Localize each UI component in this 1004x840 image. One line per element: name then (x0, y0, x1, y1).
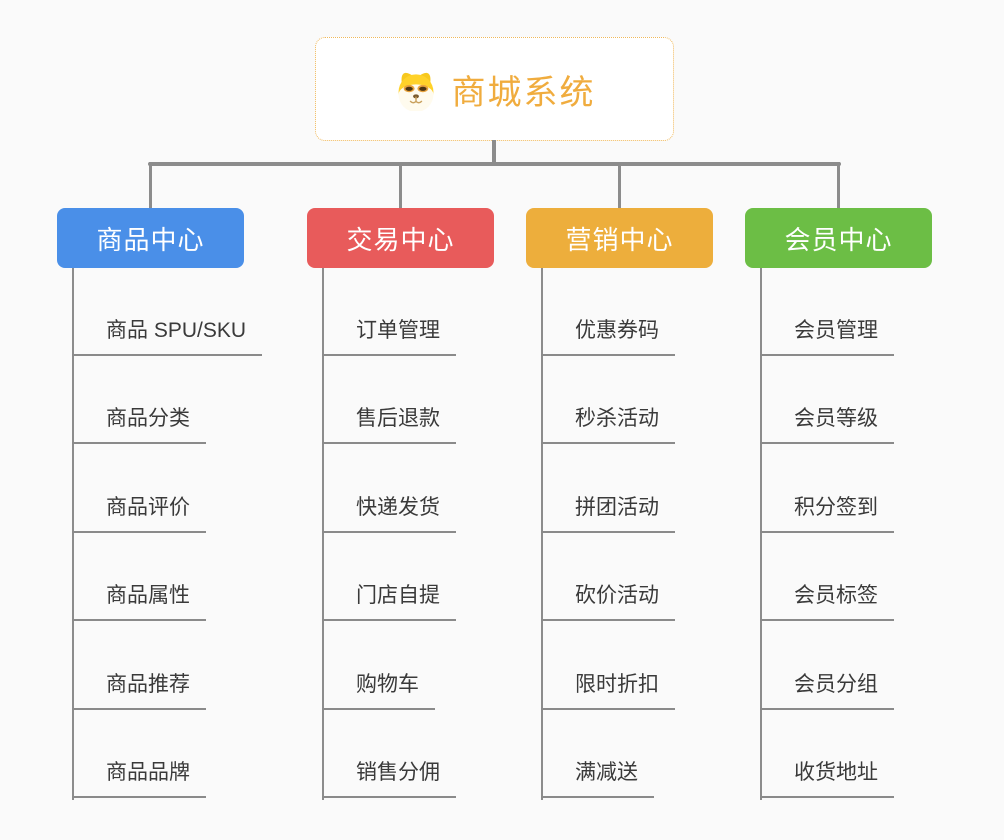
leaf-topic[interactable]: 销售分佣 (322, 759, 456, 798)
branch-node-3[interactable]: 营销中心 (526, 208, 713, 268)
connector-branch-drop (618, 162, 621, 209)
connector-list-line (72, 268, 74, 800)
branch-label: 商品中心 (96, 224, 205, 255)
connector-list-line (541, 268, 543, 800)
leaf-topic[interactable]: 购物车 (322, 671, 435, 710)
root-title: 商城系统 (451, 73, 596, 112)
connector-branch-drop (837, 162, 840, 209)
dog-face-icon (394, 67, 438, 111)
branch-node-1[interactable]: 商品中心 (57, 208, 244, 268)
leaf-topic[interactable]: 会员分组 (760, 671, 894, 710)
leaf-topic[interactable]: 砍价活动 (541, 582, 675, 621)
leaf-topic[interactable]: 限时折扣 (541, 671, 675, 710)
leaf-topic[interactable]: 商品评价 (72, 494, 206, 533)
connector-root-stem (492, 140, 496, 166)
branch-node-2[interactable]: 交易中心 (307, 208, 494, 268)
leaf-topic[interactable]: 优惠券码 (541, 317, 675, 356)
leaf-topic[interactable]: 商品属性 (72, 582, 206, 621)
connector-list-line (322, 268, 324, 800)
leaf-topic[interactable]: 商品 SPU/SKU (72, 317, 263, 356)
leaf-topic[interactable]: 拼团活动 (541, 494, 675, 533)
leaf-topic[interactable]: 秒杀活动 (541, 405, 675, 444)
leaf-topic[interactable]: 商品推荐 (72, 671, 206, 710)
leaf-topic[interactable]: 会员标签 (760, 582, 894, 621)
branch-label: 交易中心 (346, 224, 455, 255)
leaf-topic[interactable]: 商品品牌 (72, 759, 206, 798)
branch-label: 会员中心 (784, 224, 893, 255)
leaf-topic[interactable]: 会员等级 (760, 405, 894, 444)
connector-branch-drop (149, 162, 152, 209)
leaf-topic[interactable]: 商品分类 (72, 405, 206, 444)
leaf-topic[interactable]: 满减送 (541, 759, 654, 798)
leaf-topic[interactable]: 门店自提 (322, 582, 456, 621)
leaf-topic[interactable]: 会员管理 (760, 317, 894, 356)
leaf-topic[interactable]: 快递发货 (322, 494, 456, 533)
connector-branch-drop (399, 162, 402, 209)
branch-label: 营销中心 (565, 224, 674, 255)
connector-horizontal-bar (148, 162, 841, 166)
leaf-topic[interactable]: 收货地址 (760, 759, 894, 798)
leaf-topic[interactable]: 订单管理 (322, 317, 456, 356)
branch-node-4[interactable]: 会员中心 (745, 208, 932, 268)
leaf-topic[interactable]: 售后退款 (322, 405, 456, 444)
root-node[interactable]: 商城系统 (315, 37, 674, 141)
leaf-topic[interactable]: 积分签到 (760, 494, 894, 533)
connector-list-line (760, 268, 762, 800)
